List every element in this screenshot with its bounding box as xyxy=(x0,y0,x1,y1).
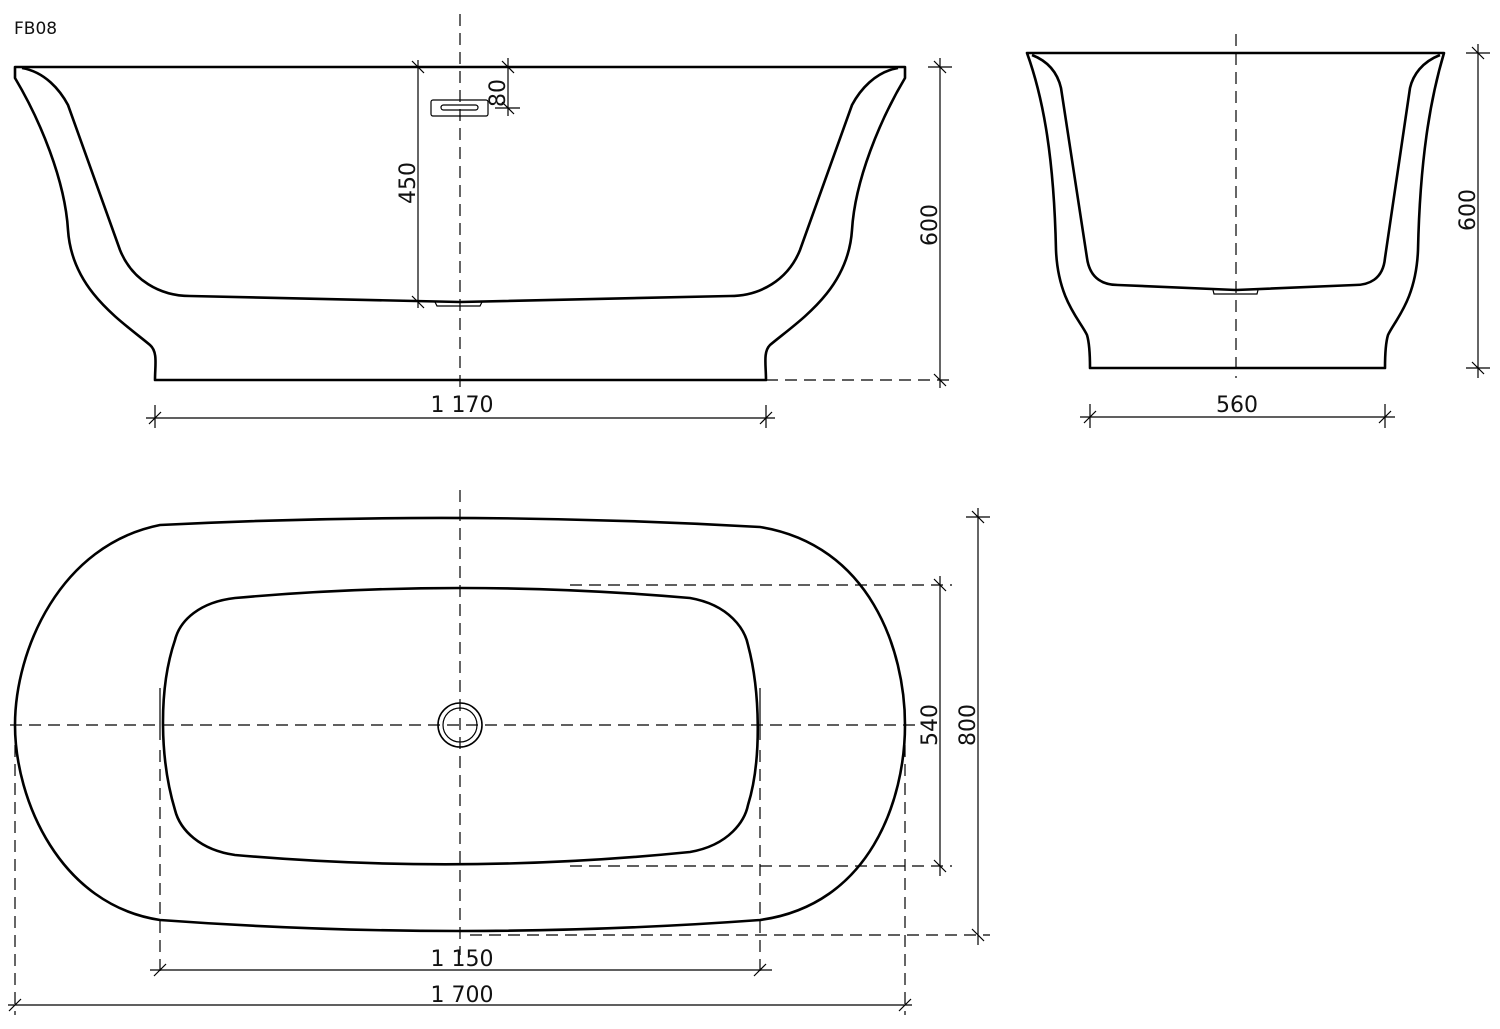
svg-text:560: 560 xyxy=(1216,393,1258,418)
svg-text:1 170: 1 170 xyxy=(431,393,494,418)
dimension-inner-length: 1 150 xyxy=(150,688,772,978)
svg-text:800: 800 xyxy=(956,704,981,746)
dimension-overflow-offset: 80 xyxy=(486,58,520,116)
drain-end xyxy=(1212,289,1259,295)
top-outer-outline xyxy=(13,516,907,933)
top-inner-outline xyxy=(161,586,760,866)
top-view: 540 800 1 150 1 700 xyxy=(8,490,990,1015)
dimension-side-height: 600 xyxy=(766,58,952,388)
side-view: 450 80 600 1 170 xyxy=(13,14,952,428)
dimension-inner-width: 540 xyxy=(570,576,952,876)
svg-text:450: 450 xyxy=(396,162,421,204)
dimension-end-base-width: 560 xyxy=(1080,393,1395,428)
model-code: FB08 xyxy=(14,19,57,39)
end-view: 600 560 xyxy=(1025,34,1490,428)
svg-text:600: 600 xyxy=(918,204,943,246)
svg-text:1 700: 1 700 xyxy=(431,983,494,1008)
svg-text:600: 600 xyxy=(1456,189,1481,231)
dimension-end-height: 600 xyxy=(1456,44,1490,378)
dimension-base-length: 1 170 xyxy=(146,393,775,428)
svg-text:540: 540 xyxy=(918,704,943,746)
end-outer-outline xyxy=(1025,51,1446,370)
dimension-overall-width: 800 xyxy=(470,508,990,945)
dimension-overflow-height: 450 xyxy=(396,60,425,309)
svg-text:80: 80 xyxy=(486,79,511,107)
drain-side xyxy=(434,301,483,307)
dimension-overall-length: 1 700 xyxy=(8,745,912,1015)
svg-text:1 150: 1 150 xyxy=(431,947,494,972)
